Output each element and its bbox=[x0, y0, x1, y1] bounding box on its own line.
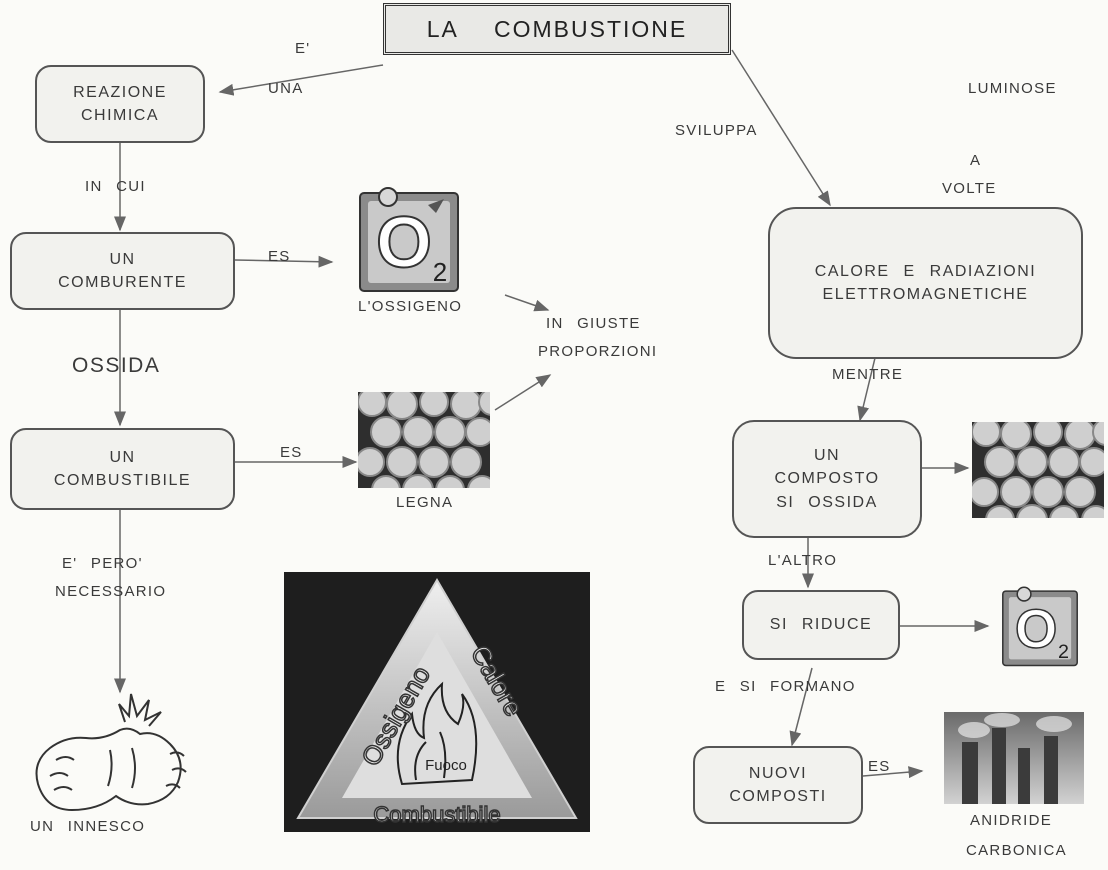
link-label: UNA bbox=[268, 80, 304, 97]
link-label: ES bbox=[868, 758, 891, 775]
node-text: UN bbox=[109, 448, 136, 466]
node-text: COMPOSTO bbox=[774, 470, 880, 488]
node-text: COMBURENTE bbox=[58, 274, 187, 291]
o2-subscript: 2 bbox=[433, 257, 447, 287]
node-text: ELETTROMAGNETICHE bbox=[822, 286, 1029, 303]
link-label: MENTRE bbox=[832, 366, 904, 383]
link-label: OSSIDA bbox=[72, 354, 161, 377]
node-label-luminose: LUMINOSE bbox=[968, 80, 1057, 97]
link-label: L'ALTRO bbox=[768, 552, 838, 569]
match-hand-illustration bbox=[35, 693, 187, 812]
fire-triangle-image: Fuoco Ossigeno Calore Combustibile bbox=[284, 572, 590, 832]
node-label-giuste: IN GIUSTE bbox=[546, 315, 641, 332]
wood-texture-image-2 bbox=[972, 422, 1104, 518]
link-label: SVILUPPA bbox=[675, 122, 758, 139]
node-text: REAZIONE bbox=[73, 83, 167, 101]
node-combustibile: UN COMBUSTIBILE bbox=[10, 428, 235, 510]
wood-texture-image bbox=[358, 392, 490, 488]
link-label: IN CUI bbox=[85, 178, 146, 195]
o2-subscript: 2 bbox=[1058, 641, 1069, 663]
node-label-proporzioni: PROPORZIONI bbox=[538, 343, 658, 360]
node-text: COMBUSTIBILE bbox=[53, 472, 192, 489]
node-reazione-chimica: REAZIONE CHIMICA bbox=[35, 65, 205, 143]
oxygen-icon: O 2 bbox=[359, 187, 459, 292]
node-label-innesco: UN INNESCO bbox=[30, 818, 146, 835]
link-label: ES bbox=[280, 444, 303, 461]
node-label-ossigeno: L'OSSIGENO bbox=[358, 298, 463, 315]
node-text: UN bbox=[813, 447, 841, 465]
link-label: ES bbox=[268, 248, 291, 265]
node-si-riduce: SI RIDUCE bbox=[742, 590, 900, 660]
node-text: COMPOSTI bbox=[729, 788, 827, 805]
oxygen-icon-small: O 2 bbox=[1002, 586, 1078, 667]
node-comburente: UN COMBURENTE bbox=[10, 232, 235, 310]
triangle-center-label: Fuoco bbox=[425, 757, 467, 774]
node-text: UN bbox=[109, 250, 136, 268]
node-text: NUOVI bbox=[748, 764, 808, 782]
node-label-anidride: ANIDRIDE bbox=[970, 812, 1053, 829]
node-text: SI OSSIDA bbox=[776, 493, 878, 511]
o2-letter: O bbox=[376, 203, 432, 283]
node-calore-radiazioni: CALORE E RADIAZIONI ELETTROMAGNETICHE bbox=[768, 207, 1083, 359]
link-label: E SI FORMANO bbox=[715, 678, 856, 695]
link-label: E' bbox=[295, 40, 311, 57]
link-label: A bbox=[970, 152, 982, 169]
node-text: CHIMICA bbox=[80, 107, 160, 124]
node-label-legna: LEGNA bbox=[396, 494, 454, 511]
link-label: NECESSARIO bbox=[55, 583, 167, 600]
node-composto-si-ossida: UN COMPOSTO SI OSSIDA bbox=[732, 420, 922, 538]
link-label: E' PERO' bbox=[62, 555, 143, 572]
node-label-carbonica: CARBONICA bbox=[966, 842, 1067, 859]
link-label: VOLTE bbox=[942, 180, 997, 197]
node-text: CALORE E RADIAZIONI bbox=[814, 262, 1037, 280]
o2-letter: O bbox=[1015, 598, 1058, 659]
page-title: LA COMBUSTIONE bbox=[383, 3, 731, 55]
triangle-bottom-label: Combustibile bbox=[373, 802, 500, 827]
node-text: SI RIDUCE bbox=[769, 616, 873, 634]
node-nuovi-composti: NUOVI COMPOSTI bbox=[693, 746, 863, 824]
smokestacks-image bbox=[944, 712, 1084, 804]
